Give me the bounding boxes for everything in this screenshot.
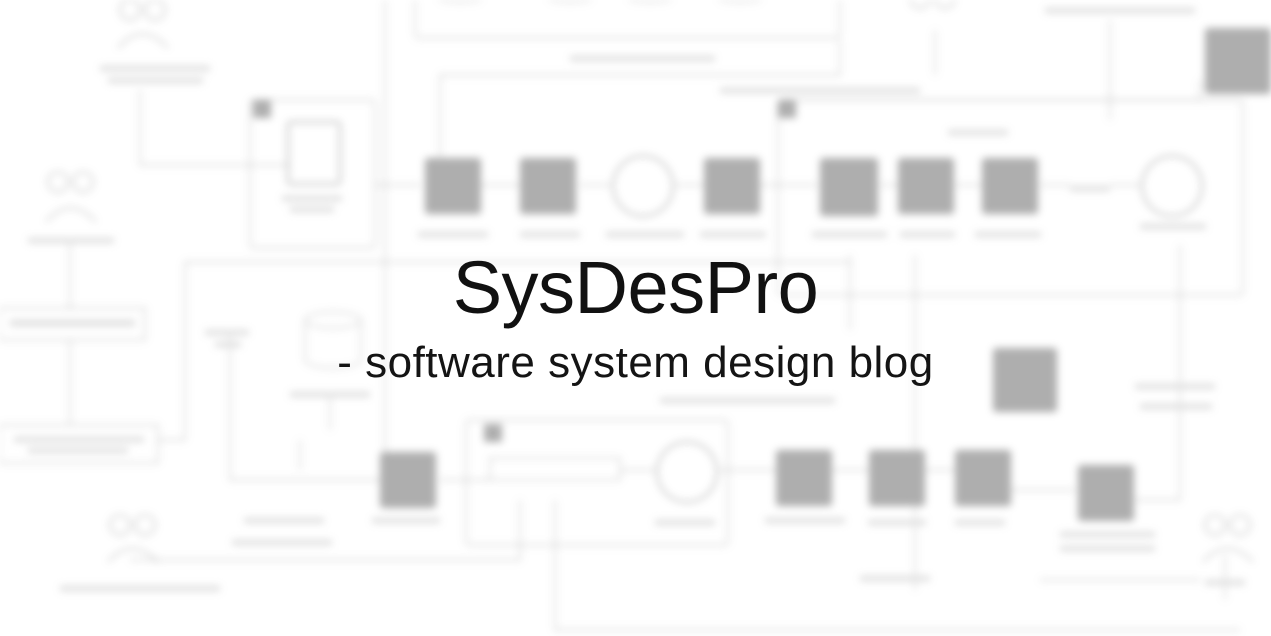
site-tagline: - software system design blog: [337, 338, 934, 387]
site-title: SysDesPro: [452, 246, 819, 329]
